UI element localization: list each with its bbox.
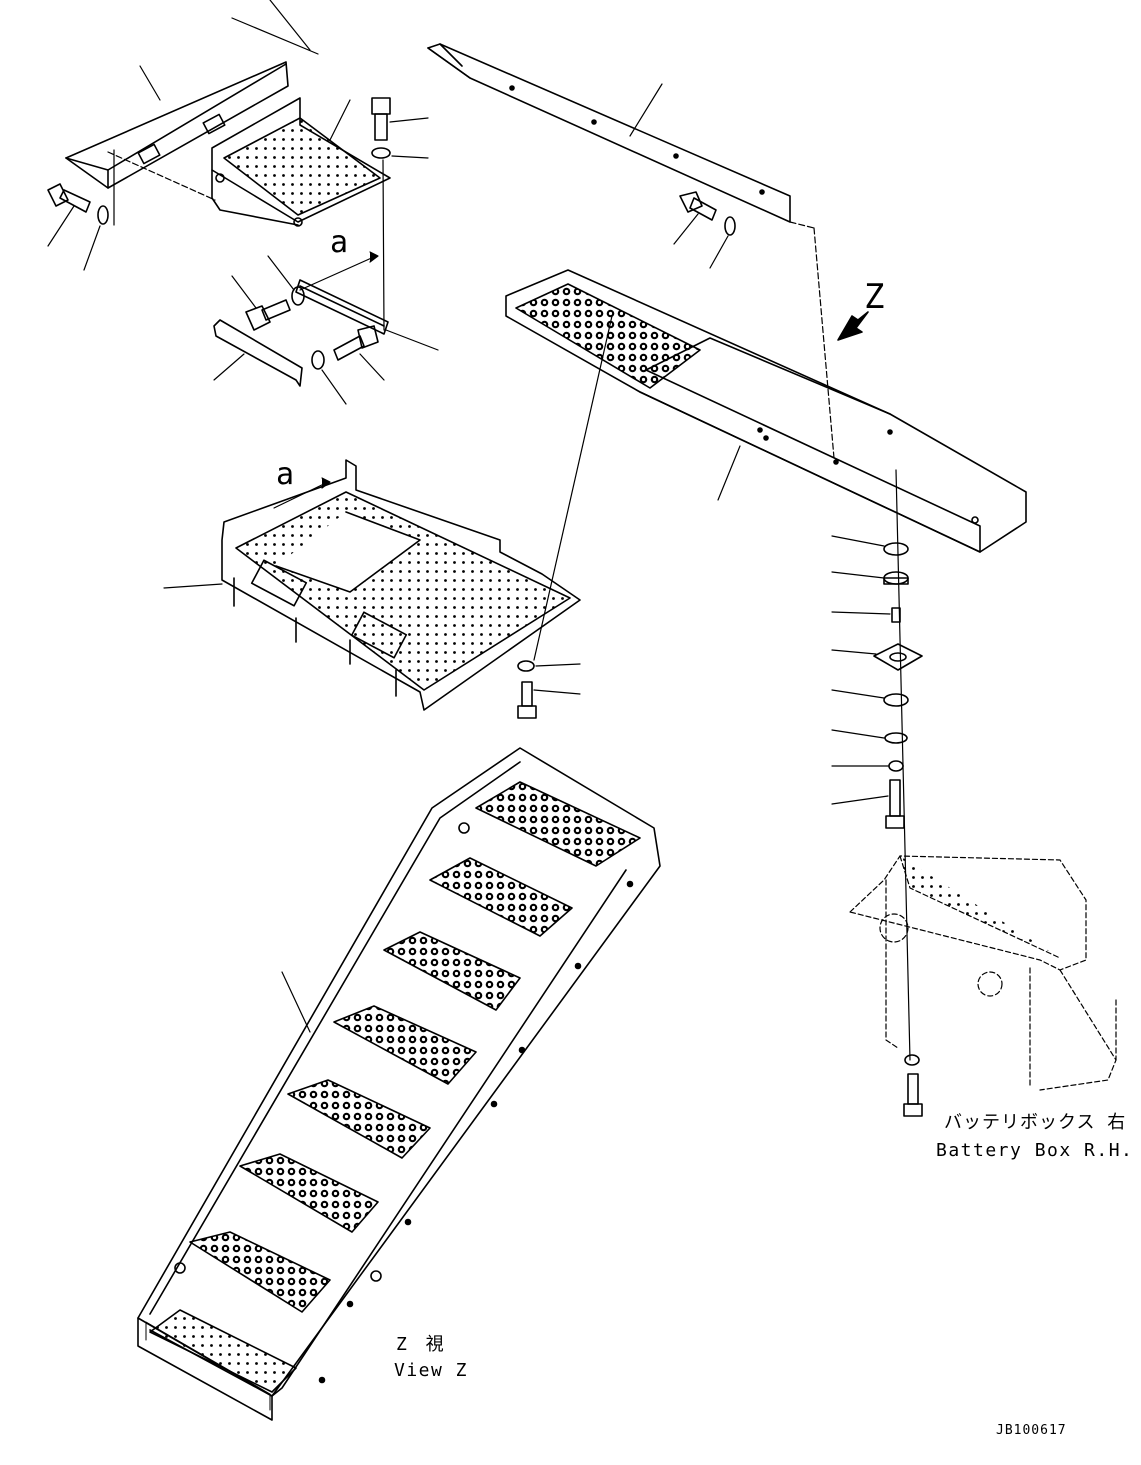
battery-box-label-en: Battery Box R.H.	[936, 1140, 1133, 1161]
bolt-middle-left	[245, 286, 305, 331]
long-cover-upper-right	[427, 43, 791, 223]
view-z-arrow-label: Z	[864, 277, 884, 317]
mount-stack	[873, 469, 923, 1061]
view-ref-a-lower: a	[276, 457, 294, 492]
cover-bracket-upper-left	[65, 61, 289, 189]
bolt-battery-box	[903, 1054, 923, 1117]
staircase	[137, 747, 661, 1421]
bolt-platform	[517, 660, 537, 719]
view-ref-a-upper: a	[330, 225, 348, 260]
plate-upper-left	[211, 97, 391, 227]
battery-box-rh	[849, 855, 1117, 1091]
drawing-number: JB100617	[996, 1423, 1067, 1438]
bolt-upper-right	[679, 191, 736, 236]
z-arrow	[837, 311, 869, 341]
rail-a	[295, 279, 389, 335]
view-z-label-jp: Z 視	[396, 1334, 448, 1355]
view-z-label-en: View Z	[394, 1360, 468, 1381]
bar-lower-left	[213, 319, 303, 387]
leader-lines	[47, 0, 891, 1033]
step-frame-upper-right	[505, 269, 1027, 553]
bolt-left-1	[47, 183, 109, 225]
bolt-middle-right	[311, 325, 379, 370]
platform-middle-left	[221, 459, 581, 711]
bolt-upper-1	[371, 97, 391, 159]
battery-box-label-jp: バッテリボックス 右	[944, 1112, 1126, 1133]
